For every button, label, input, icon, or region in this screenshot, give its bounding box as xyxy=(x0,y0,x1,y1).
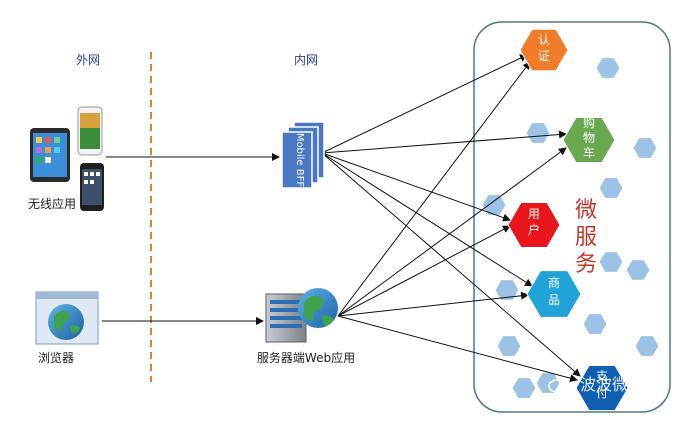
browser-icon xyxy=(35,291,99,345)
small-hexagon xyxy=(598,251,624,273)
arrow-web-to-auth xyxy=(337,61,531,317)
product-label-1: 商 xyxy=(548,275,560,290)
decorative-hexagons xyxy=(481,57,660,399)
wireless-app-label: 无线应用 xyxy=(28,196,76,211)
auth-label-2: 证 xyxy=(538,49,550,63)
small-hexagon xyxy=(582,313,608,335)
arrow-web-to-payment xyxy=(337,315,578,383)
cart-label-1: 购 xyxy=(583,115,595,130)
small-hexagon xyxy=(632,137,658,159)
auth-label-1: 认 xyxy=(538,33,550,47)
small-hexagon xyxy=(496,335,522,357)
payment-label-1: 支 xyxy=(596,369,608,383)
microservices-title-3: 务 xyxy=(575,252,597,277)
arrow-bff-to-product xyxy=(321,152,533,287)
browser-label: 浏览器 xyxy=(38,350,74,365)
cart-label-2: 物 xyxy=(583,131,595,145)
arrow-web-to-cart xyxy=(337,147,567,317)
mobile-bff-label: Mobile BFF xyxy=(294,133,305,188)
smartphone-icon xyxy=(77,106,103,156)
small-hexagon xyxy=(598,177,624,199)
web-server-label: 服务器端Web应用 xyxy=(257,350,355,365)
iphone-icon xyxy=(80,163,104,211)
microservices-title-2: 服 xyxy=(575,225,597,250)
cart-label-3: 车 xyxy=(583,145,595,160)
mobile-bff-icon: Mobile BFF xyxy=(281,121,325,189)
small-hexagon xyxy=(511,377,537,399)
watermark: 波波微课 xyxy=(548,375,644,398)
payment-service: 支 付 xyxy=(575,365,629,411)
microservices-title-1: 微 xyxy=(575,198,597,223)
product-label-2: 品 xyxy=(548,293,560,307)
small-hexagon xyxy=(634,335,660,357)
payment-label-2: 付 xyxy=(596,386,608,400)
arrow-bff-to-cart xyxy=(321,130,567,154)
watermark-text: 波波微课 xyxy=(580,375,644,394)
arrow-bff-to-auth xyxy=(321,54,528,154)
arrow-bff-to-payment xyxy=(321,152,581,377)
cart-service: 购 物 车 xyxy=(562,115,616,163)
arrow-web-to-user xyxy=(337,225,511,317)
small-hexagon xyxy=(625,259,651,281)
small-hexagon xyxy=(481,194,507,216)
tablet-icon xyxy=(30,128,70,182)
arrow-web-to-product xyxy=(337,291,529,317)
small-hexagon xyxy=(525,122,551,144)
user-label-1: 用 xyxy=(528,207,540,221)
small-hexagon xyxy=(595,57,621,79)
small-hexagon xyxy=(494,279,520,301)
web-server-icon xyxy=(265,288,338,343)
zone-label-internal: 内网 xyxy=(294,53,318,67)
auth-service: 认 证 xyxy=(519,28,569,72)
microservices-container xyxy=(473,21,671,413)
wechat-icon xyxy=(548,379,573,398)
product-service: 商 品 xyxy=(526,270,582,318)
arrow-bff-to-user xyxy=(321,152,511,222)
user-service: 用 户 xyxy=(507,202,561,248)
zone-label-external: 外网 xyxy=(76,53,100,67)
connection-arrows xyxy=(102,54,581,383)
user-label-2: 户 xyxy=(528,222,540,237)
small-hexagon xyxy=(535,372,561,394)
